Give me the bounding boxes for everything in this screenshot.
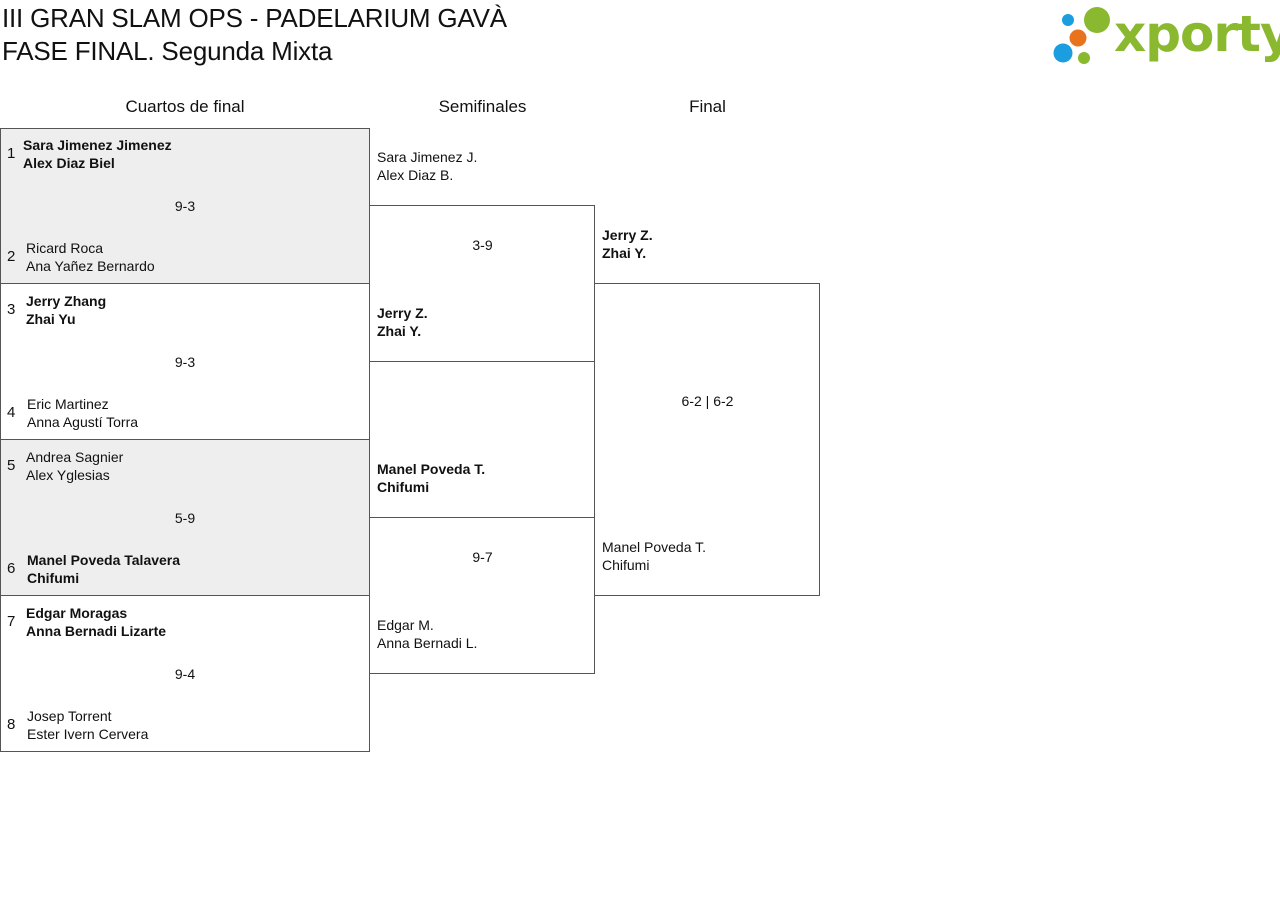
logo-wordmark: xporty: [1114, 5, 1280, 63]
match-score: 3-9: [472, 237, 493, 253]
player-name: Josep Torrent: [27, 708, 112, 724]
seed-number: 8: [7, 716, 16, 733]
team-entry: Ricard Roca Ana Yañez Bernardo: [26, 239, 155, 275]
seed-number: 5: [7, 457, 16, 474]
player-name: Chifumi: [27, 570, 80, 586]
player-name: Anna Bernadi L.: [377, 635, 478, 651]
quarterfinal-match-2: [0, 283, 370, 440]
player-name: Anna Agustí Torra: [27, 414, 139, 430]
player-name: Jerry Z.: [377, 305, 428, 321]
player-name: Andrea Sagnier: [26, 449, 124, 465]
team-entry: Sara Jimenez J. Alex Diaz B.: [377, 148, 477, 184]
player-name: Alex Diaz B.: [377, 167, 454, 183]
team-entry: Josep Torrent Ester Ivern Cervera: [27, 707, 148, 743]
player-name: Chifumi: [377, 479, 430, 495]
column-header-final: Final: [689, 97, 726, 116]
player-name: Edgar Moragas: [26, 605, 128, 621]
xporty-logo: xporty: [1050, 4, 1280, 66]
player-name: Edgar M.: [377, 617, 434, 633]
player-name: Zhai Yu: [26, 311, 76, 327]
team-entry: Sara Jimenez Jimenez Alex Diaz Biel: [23, 136, 172, 172]
team-entry: Jerry Z. Zhai Y.: [602, 226, 653, 262]
match-score: 9-3: [174, 354, 196, 370]
player-name: Manel Poveda Talavera: [27, 552, 181, 568]
player-name: Anna Bernadi Lizarte: [26, 623, 167, 639]
seed-number: 4: [7, 404, 16, 421]
seed-number: 6: [7, 560, 16, 577]
match-score: 9-4: [174, 666, 196, 682]
seed-number: 1: [7, 145, 16, 162]
player-name: Chifumi: [602, 557, 650, 573]
seed-number: 2: [7, 248, 16, 265]
quarterfinal-match-1: [0, 128, 370, 284]
player-name: Alex Yglesias: [26, 467, 110, 483]
semifinal-match-2: [369, 517, 595, 674]
match-score: 9-7: [472, 549, 493, 565]
player-name: Manel Poveda T.: [602, 539, 707, 555]
colored-dots-icon: [1053, 7, 1110, 64]
seed-number: 7: [7, 613, 16, 630]
player-name: Alex Diaz Biel: [23, 155, 115, 171]
player-name: Jerry Zhang: [26, 293, 107, 309]
player-name: Ricard Roca: [26, 240, 104, 256]
phase-title: FASE FINAL. Segunda Mixta: [2, 36, 333, 66]
team-entry: Manel Poveda T. Chifumi: [377, 460, 485, 496]
column-header-semifinals: Semifinales: [438, 97, 527, 116]
team-entry: Edgar M. Anna Bernadi L.: [377, 616, 477, 652]
match-score: 6-2 | 6-2: [681, 393, 734, 409]
team-entry: Andrea Sagnier Alex Yglesias: [26, 448, 123, 484]
player-name: Ana Yañez Bernardo: [26, 258, 155, 274]
player-name: Zhai Y.: [377, 323, 422, 339]
player-name: Sara Jimenez J.: [377, 149, 478, 165]
quarterfinal-match-4: [0, 595, 370, 752]
team-entry: Manel Poveda Talavera Chifumi: [27, 551, 180, 587]
player-name: Zhai Y.: [602, 245, 647, 261]
player-name: Manel Poveda T.: [377, 461, 486, 477]
match-score: 5-9: [174, 510, 196, 526]
match-score: 9-3: [174, 198, 196, 214]
team-entry: Jerry Zhang Zhai Yu: [26, 292, 106, 328]
player-name: Sara Jimenez Jimenez: [23, 137, 172, 153]
player-name: Eric Martinez: [27, 396, 109, 412]
final-match: [594, 283, 820, 596]
semifinal-match-1: [369, 205, 595, 362]
team-entry: Edgar Moragas Anna Bernadi Lizarte: [26, 604, 166, 640]
player-name: Ester Ivern Cervera: [27, 726, 149, 742]
column-header-quarterfinals: Cuartos de final: [125, 97, 245, 116]
team-entry: Eric Martinez Anna Agustí Torra: [27, 395, 138, 431]
team-entry: Jerry Z. Zhai Y.: [377, 304, 428, 340]
tournament-title: III GRAN SLAM OPS - PADELARIUM GAVÀ: [2, 3, 507, 33]
player-name: Jerry Z.: [602, 227, 653, 243]
team-entry: Manel Poveda T. Chifumi: [602, 538, 706, 574]
seed-number: 3: [7, 301, 16, 318]
